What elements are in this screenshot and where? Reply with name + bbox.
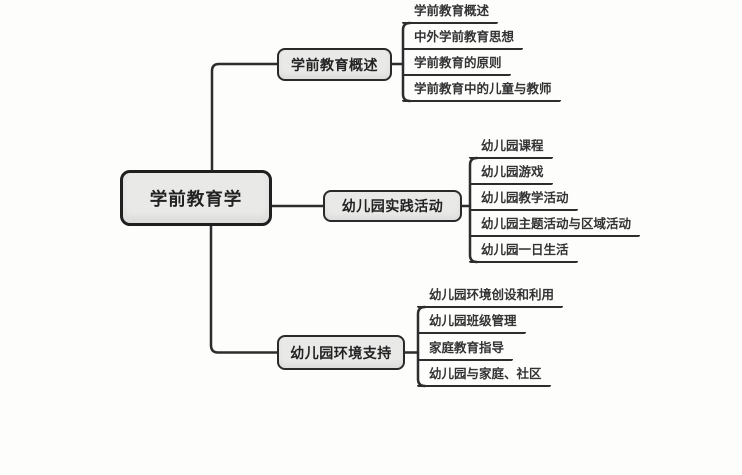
leaf-node[interactable]: 幼儿园环境创设和利用 xyxy=(417,284,564,308)
leaf-node[interactable]: 家庭教育指导 xyxy=(417,337,514,361)
edge-root-branch3 xyxy=(209,224,279,354)
branch-node-practice[interactable]: 幼儿园实践活动 xyxy=(323,190,462,222)
leaf-node[interactable]: 幼儿园与家庭、社区 xyxy=(417,363,551,387)
leaf-node[interactable]: 幼儿园主题活动与区域活动 xyxy=(469,213,641,237)
leaf-node[interactable]: 幼儿园教学活动 xyxy=(469,187,578,211)
leaf-node[interactable]: 学前教育的原则 xyxy=(402,52,511,76)
root-node[interactable]: 学前教育学 xyxy=(120,170,272,226)
leaf-node[interactable]: 中外学前教育思想 xyxy=(402,26,524,50)
branch-node-overview[interactable]: 学前教育概述 xyxy=(277,48,392,81)
branch-node-environment[interactable]: 幼儿园环境支持 xyxy=(277,335,405,370)
leaf-node[interactable]: 幼儿园课程 xyxy=(469,135,553,159)
leaf-node[interactable]: 学前教育中的儿童与教师 xyxy=(402,78,561,102)
leaf-node[interactable]: 幼儿园游戏 xyxy=(469,161,553,185)
edge-root-branch1 xyxy=(210,62,279,173)
leaf-node[interactable]: 学前教育概述 xyxy=(402,0,499,24)
leaf-node[interactable]: 幼儿园班级管理 xyxy=(417,310,526,334)
leaf-node[interactable]: 幼儿园一日生活 xyxy=(469,239,578,263)
